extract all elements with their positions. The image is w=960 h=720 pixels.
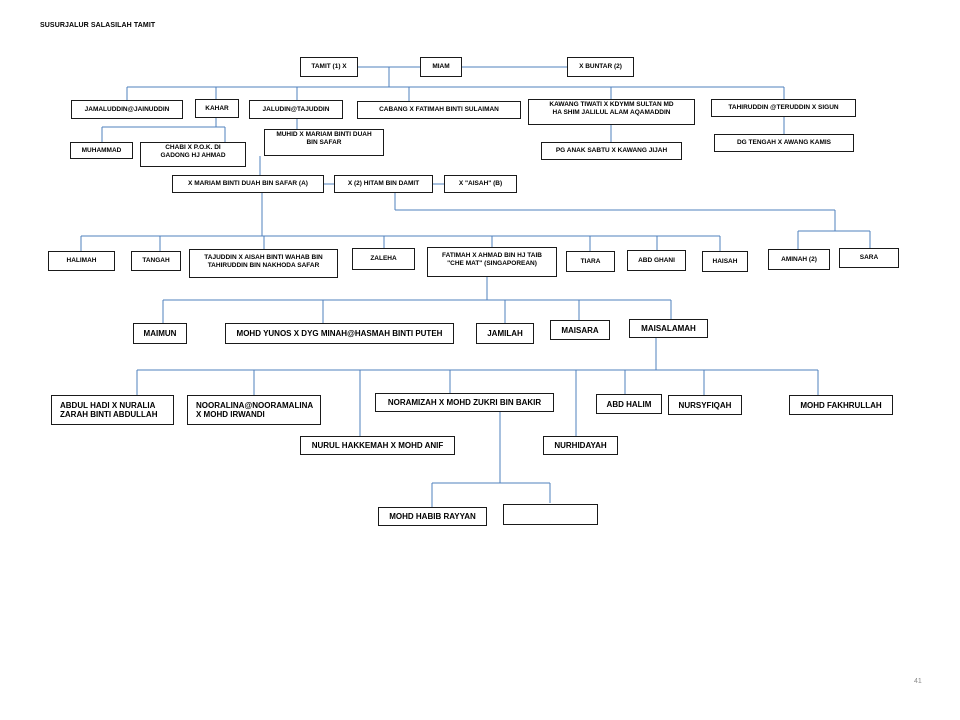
node-sara: SARA	[839, 248, 899, 268]
page-title: SUSURJALUR SALASILAH TAMIT	[40, 22, 156, 29]
node-cabang: CABANG X FATIMAH BINTI SULAIMAN	[357, 101, 521, 119]
node-halimah: HALIMAH	[48, 251, 115, 271]
node-zaleha: ZALEHA	[352, 248, 415, 270]
node-buntar: X BUNTAR (2)	[567, 57, 634, 77]
node-abdul-hadi: ABDUL HADI X NURALIA ZARAH BINTI ABDULLA…	[51, 395, 174, 425]
node-pg-anak: PG ANAK SABTU X KAWANG JIJAH	[541, 142, 682, 160]
node-x-mariam: X MARIAM BINTI DUAH BIN SAFAR (A)	[172, 175, 324, 193]
node-jaludin: JALUDIN@TAJUDDIN	[249, 100, 343, 119]
node-aminah: AMINAH (2)	[768, 249, 830, 270]
node-kawang: KAWANG TIWATI X KDYMM SULTAN MD HA SHIM …	[528, 99, 695, 125]
node-tajuddin: TAJUDDIN X AISAH BINTI WAHAB BIN TAHIRUD…	[189, 249, 338, 278]
node-nursyfiqah: NURSYFIQAH	[668, 395, 742, 415]
node-miam: MIAM	[420, 57, 462, 77]
node-maisalamah: MAISALAMAH	[629, 319, 708, 338]
node-chabi: CHABI X P.O.K. DI GADONG HJ AHMAD	[140, 142, 246, 167]
node-aisah: X "AISAH" (B)	[444, 175, 517, 193]
node-abd-ghani: ABD GHANI	[627, 250, 686, 271]
node-haisah: HAISAH	[702, 251, 748, 272]
node-empty	[503, 504, 598, 525]
node-tangah: TANGAH	[131, 251, 181, 271]
node-jamaluddin: JAMALUDDIN@JAINUDDIN	[71, 100, 183, 119]
node-nurul: NURUL HAKKEMAH X MOHD ANIF	[300, 436, 455, 455]
node-tiara: TIARA	[566, 251, 615, 272]
node-maisara: MAISARA	[550, 320, 610, 340]
node-muhid: MUHID X MARIAM BINTI DUAH BIN SAFAR	[264, 129, 384, 156]
node-maimun: MAIMUN	[133, 323, 187, 344]
node-nooralina: NOORALINA@NOORAMALINA X MOHD IRWANDI	[187, 395, 321, 425]
node-dg-tengah: DG TENGAH X AWANG KAMIS	[714, 134, 854, 152]
node-mohd-yunos: MOHD YUNOS X DYG MINAH@HASMAH BINTI PUTE…	[225, 323, 454, 344]
node-tamit: TAMIT (1) X	[300, 57, 358, 77]
node-mohd-habib: MOHD HABIB RAYYAN	[378, 507, 487, 526]
node-fatimah: FATIMAH X AHMAD BIN HJ TAIB "CHE MAT" (S…	[427, 247, 557, 277]
node-hitam: X (2) HITAM BIN DAMIT	[334, 175, 433, 193]
node-kahar: KAHAR	[195, 99, 239, 118]
node-tahiruddin: TAHIRUDDIN @TERUDDIN X SIGUN	[711, 99, 856, 117]
node-mohd-fakhrullah: MOHD FAKHRULLAH	[789, 395, 893, 415]
node-jamilah: JAMILAH	[476, 323, 534, 344]
node-nurhidayah: NURHIDAYAH	[543, 436, 618, 455]
node-muhammad: MUHAMMAD	[70, 142, 133, 159]
node-noramizah: NORAMIZAH X MOHD ZUKRI BIN BAKIR	[375, 393, 554, 412]
node-abd-halim: ABD HALIM	[596, 394, 662, 414]
page-number: 41	[914, 678, 922, 685]
